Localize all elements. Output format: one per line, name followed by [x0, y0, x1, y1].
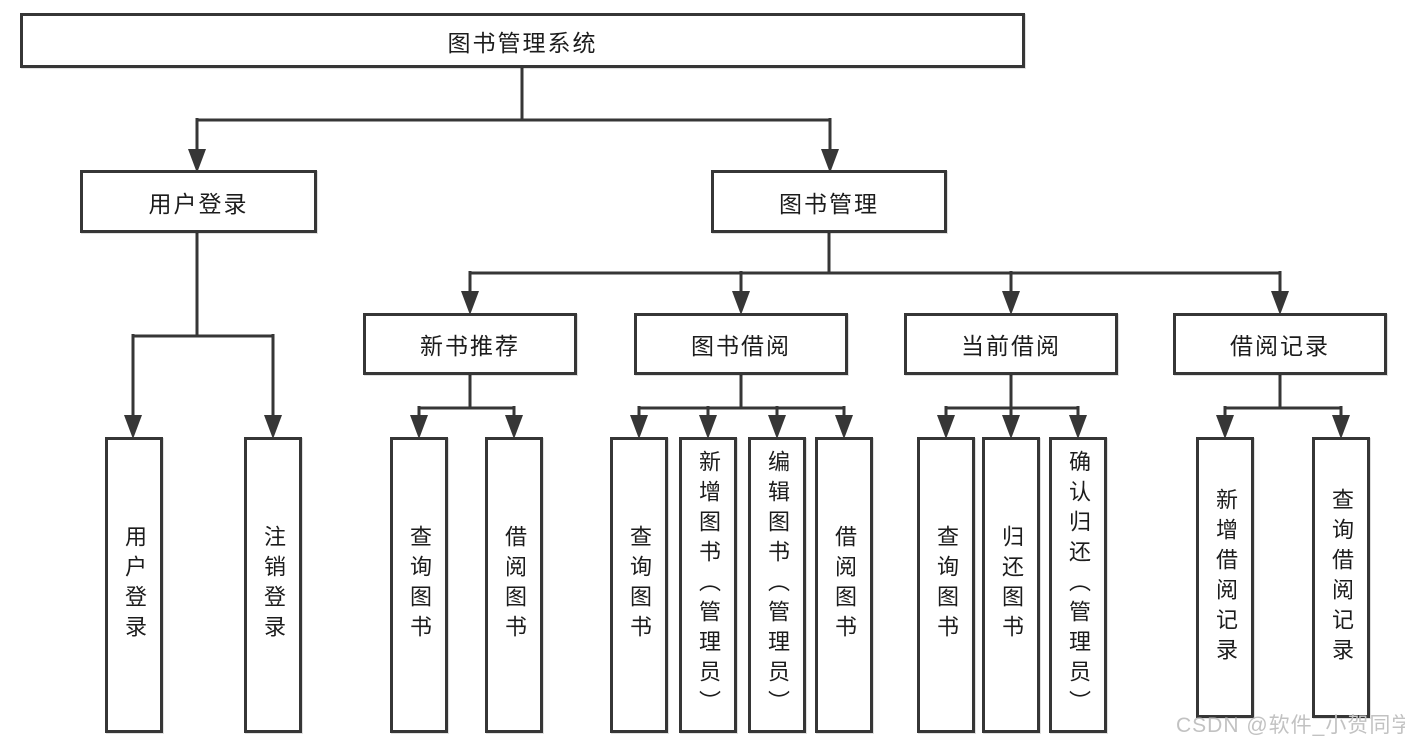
leaf-query-books: 查询图书	[610, 437, 668, 733]
node-label: 借阅记录	[1230, 333, 1330, 359]
node-label: 用户登录	[148, 190, 249, 217]
node-label: 查询图书	[934, 525, 959, 645]
leaf-add-books-admin: 新增图书（管理员）	[679, 437, 737, 733]
leaf-return-books: 归还图书	[982, 437, 1040, 733]
node-label: 查询图书	[627, 525, 652, 645]
leaf-borrow-books: 借阅图书	[485, 437, 543, 733]
leaf-query-borrow-record: 查询借阅记录	[1312, 437, 1370, 718]
node-label: 查询借阅记录	[1329, 487, 1354, 668]
leaf-query-books: 查询图书	[390, 437, 448, 733]
csdn-watermark: CSDN @软件_小贺同学	[1176, 714, 1405, 737]
node-book-borrowing: 图书借阅	[634, 313, 848, 375]
node-label: 当前借阅	[961, 333, 1061, 359]
leaf-add-borrow-record: 新增借阅记录	[1196, 437, 1254, 718]
node-label: 借阅图书	[832, 525, 857, 645]
node-user-login: 用户登录	[80, 170, 317, 233]
node-label: 注销登录	[261, 525, 286, 645]
node-root-system: 图书管理系统	[20, 13, 1025, 68]
leaf-query-books: 查询图书	[917, 437, 975, 733]
node-borrowing-records: 借阅记录	[1173, 313, 1387, 375]
leaf-confirm-return-admin: 确认归还（管理员）	[1049, 437, 1107, 733]
node-label: 用户登录	[122, 525, 147, 645]
node-current-borrowing: 当前借阅	[904, 313, 1118, 375]
node-new-book-recommendation: 新书推荐	[363, 313, 577, 375]
node-label: 编辑图书（管理员）	[765, 450, 790, 720]
node-label: 图书借阅	[691, 333, 791, 359]
node-label: 新增借阅记录	[1213, 487, 1238, 668]
node-label: 新增图书（管理员）	[696, 450, 721, 720]
node-label: 图书管理	[779, 190, 879, 217]
leaf-borrow-books: 借阅图书	[815, 437, 873, 733]
node-label: 借阅图书	[502, 525, 527, 645]
node-label: 确认归还（管理员）	[1066, 450, 1091, 720]
node-label: 查询图书	[407, 525, 432, 645]
node-label: 图书管理系统	[447, 29, 598, 56]
node-label: 新书推荐	[420, 333, 520, 359]
node-book-management: 图书管理	[711, 170, 947, 233]
leaf-edit-books-admin: 编辑图书（管理员）	[748, 437, 806, 733]
node-label: 归还图书	[999, 525, 1024, 645]
leaf-user-login: 用户登录	[105, 437, 163, 733]
leaf-logout: 注销登录	[244, 437, 302, 733]
